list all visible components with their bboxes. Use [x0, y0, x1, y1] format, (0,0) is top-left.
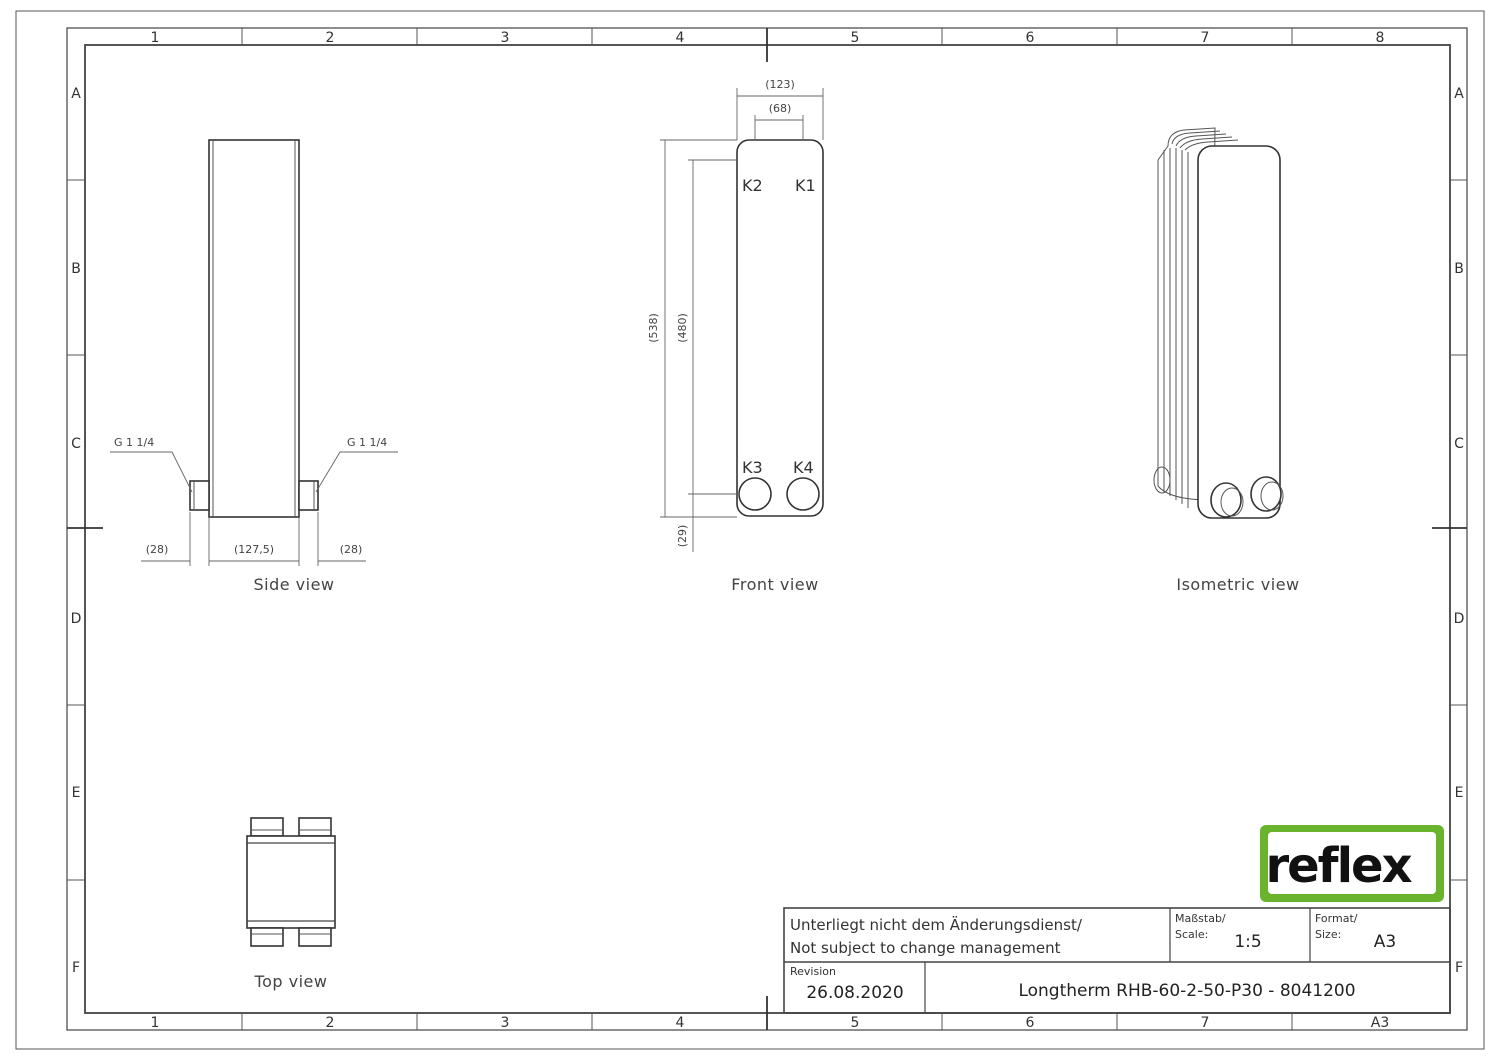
row-label: C: [1454, 436, 1464, 452]
port-label-k1: K1: [795, 176, 816, 195]
row-label: E: [72, 785, 81, 801]
row-label: D: [71, 611, 82, 627]
col-label: 6: [1026, 1015, 1035, 1031]
col-label: 7: [1201, 1015, 1210, 1031]
col-label: 4: [676, 1015, 685, 1031]
side-dim-left: (28): [146, 543, 169, 556]
front-view-label: Front view: [731, 575, 818, 594]
title-block: Unterliegt nicht dem Änderungsdienst/ No…: [783, 907, 1451, 1014]
isometric-front-plate: [1197, 145, 1281, 519]
front-dim-height-inner: (480): [676, 313, 689, 343]
col-label: 7: [1201, 30, 1210, 46]
scale-label-de: Maßstab/: [1175, 912, 1226, 925]
notice-en: Not subject to change management: [790, 939, 1061, 957]
row-label: A: [71, 86, 81, 102]
col-label: 8: [1376, 30, 1385, 46]
row-label: C: [71, 436, 81, 452]
logo-text: reflex: [1265, 838, 1412, 894]
row-label: A: [1454, 86, 1464, 102]
top-view-label: Top view: [254, 972, 328, 991]
side-view-body: [208, 139, 300, 518]
scale-label-en: Scale:: [1175, 928, 1208, 941]
paper-border: [15, 10, 1485, 1050]
isometric-view: Isometric view: [1153, 127, 1299, 594]
front-view: K2 K1 K3 K4 (123) (68) (538) (480) (29) …: [647, 78, 824, 594]
grid-row-labels-left: A B C D E F: [71, 86, 82, 976]
port-label-k3: K3: [742, 458, 763, 477]
top-view-body: [246, 835, 336, 929]
row-label: E: [1455, 785, 1464, 801]
row-label: B: [1454, 261, 1464, 277]
front-dim-bottom: (29): [676, 525, 689, 548]
col-label: 4: [676, 30, 685, 46]
row-label: F: [1455, 960, 1463, 976]
side-view-label: Side view: [253, 575, 334, 594]
port-k3-circle: [738, 477, 772, 511]
front-dim-height-outer: (538): [647, 313, 660, 343]
port-label-k4: K4: [793, 458, 814, 477]
col-label: 5: [851, 1015, 860, 1031]
col-label: 1: [151, 30, 160, 46]
col-label: 5: [851, 30, 860, 46]
row-label: F: [72, 960, 80, 976]
grid-column-labels-bottom: 1 2 3 4 5 6 7 A3: [151, 1015, 1390, 1031]
side-dim-right: (28): [340, 543, 363, 556]
col-label: 3: [501, 30, 510, 46]
row-label: D: [1454, 611, 1465, 627]
grid-column-labels-top: 1 2 3 4 5 6 7 8: [151, 30, 1385, 46]
row-label: B: [71, 261, 81, 277]
side-thread-left-label: G 1 1/4: [114, 436, 154, 449]
col-label: A3: [1371, 1015, 1389, 1031]
drawing-title: Longtherm RHB-60-2-50-P30 - 8041200: [1018, 981, 1355, 1001]
col-label: 3: [501, 1015, 510, 1031]
format-value: A3: [1374, 932, 1396, 952]
side-dim-center: (127,5): [234, 543, 274, 556]
revision-date: 26.08.2020: [806, 983, 903, 1003]
side-view: G 1 1/4 G 1 1/4 (28) (127,5) (28) Side v…: [110, 139, 398, 594]
front-dim-width-outer: (123): [765, 78, 795, 91]
front-view-plate: [736, 139, 824, 517]
side-view-connector-left: [189, 480, 210, 511]
col-label: 2: [326, 30, 335, 46]
notice-de: Unterliegt nicht dem Änderungsdienst/: [790, 915, 1083, 934]
port-k4-circle: [786, 477, 820, 511]
reflex-logo: reflex: [1260, 825, 1444, 902]
scale-value: 1:5: [1234, 932, 1261, 952]
side-thread-right-label: G 1 1/4: [347, 436, 387, 449]
isometric-view-label: Isometric view: [1176, 575, 1299, 594]
grid-dividers: [67, 28, 1467, 1030]
revision-label: Revision: [790, 965, 836, 978]
col-label: 1: [151, 1015, 160, 1031]
top-view: Top view: [246, 817, 336, 991]
format-label-de: Format/: [1315, 912, 1358, 925]
grid-row-labels-right: A B C D E F: [1454, 86, 1465, 976]
front-dim-width-inner: (68): [769, 102, 792, 115]
side-view-connector-right: [298, 480, 319, 511]
col-label: 2: [326, 1015, 335, 1031]
col-label: 6: [1026, 30, 1035, 46]
format-label-en: Size:: [1315, 928, 1341, 941]
center-marks: [67, 28, 1467, 1030]
port-label-k2: K2: [742, 176, 763, 195]
